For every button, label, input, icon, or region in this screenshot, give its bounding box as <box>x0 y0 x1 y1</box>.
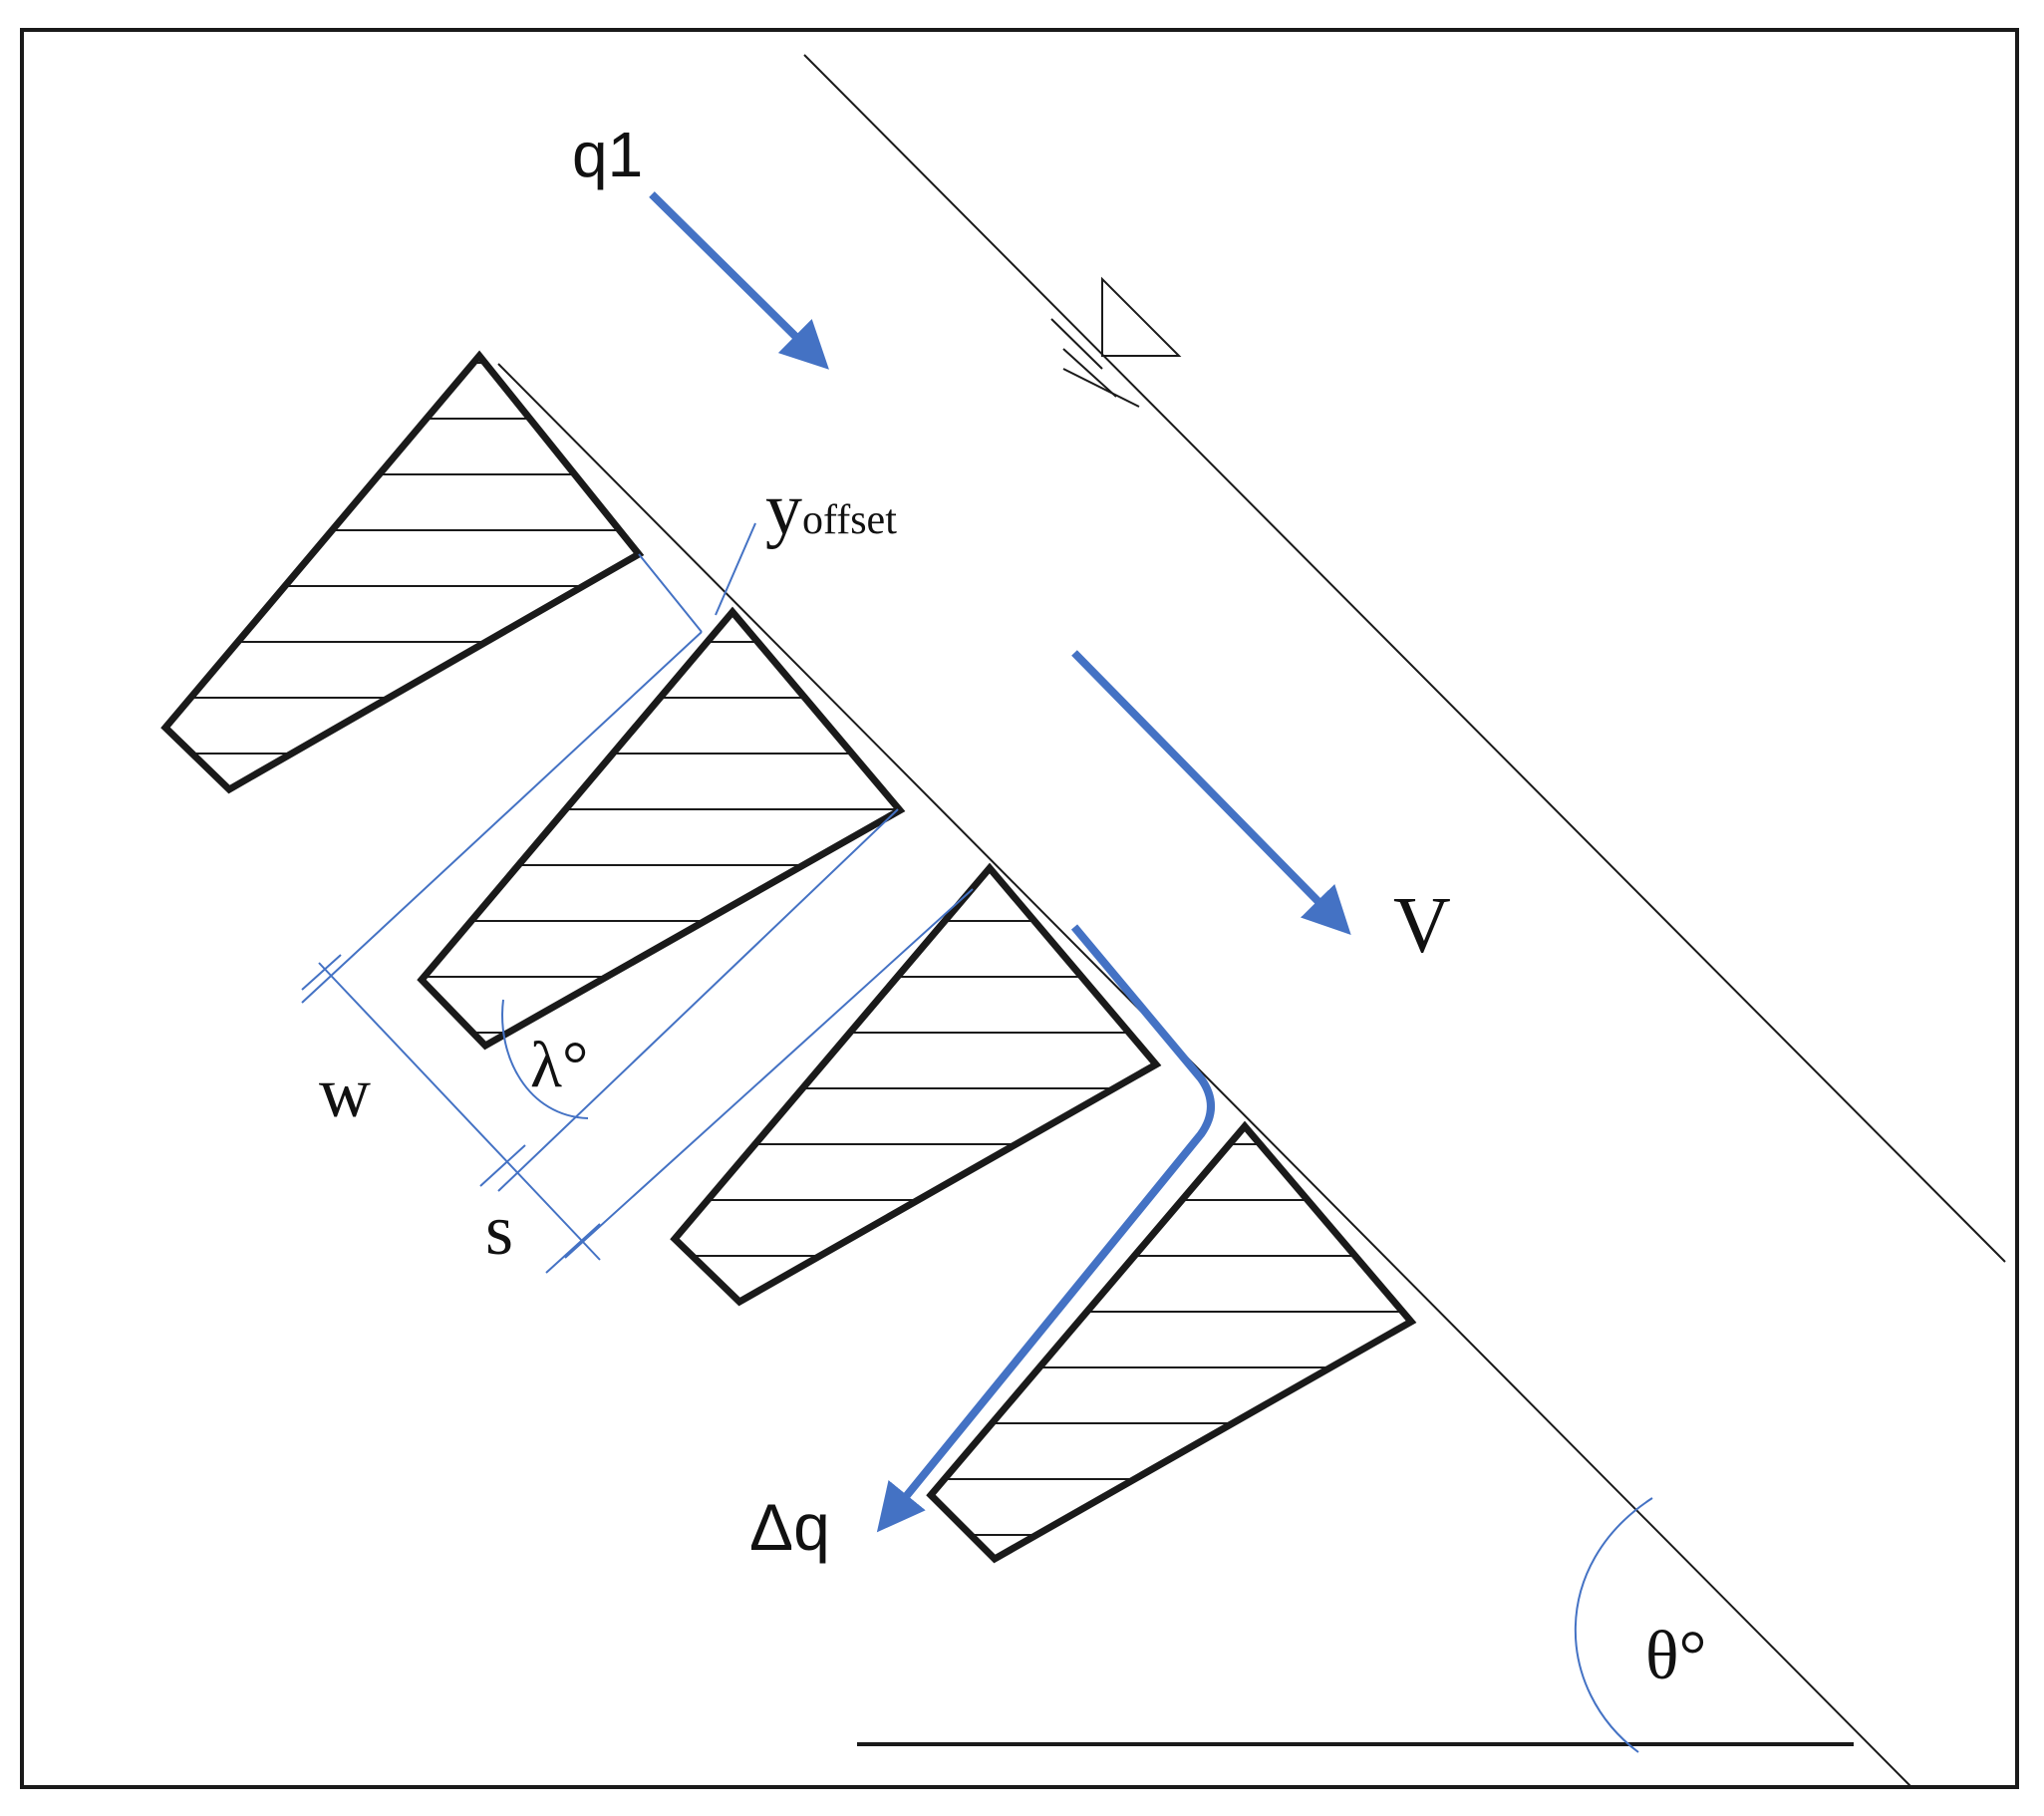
lambda-label: λ° <box>530 1029 588 1101</box>
w-label: w <box>319 1053 371 1132</box>
water-surface-triangle-icon <box>1050 276 1182 408</box>
s-label: s <box>485 1190 513 1270</box>
delta-q-arrow <box>876 924 1215 1533</box>
tooth-block-3 <box>670 862 1162 1307</box>
tooth-block-4 <box>926 1120 1417 1564</box>
tooth-block-2 <box>417 606 906 1051</box>
velocity-label: V <box>1393 882 1451 970</box>
theta-label: θ° <box>1645 1618 1707 1694</box>
y-offset-label: yoffset <box>765 468 897 550</box>
free-surface-line <box>803 54 2006 1263</box>
chute-bed-line <box>497 363 1912 1788</box>
q1-arrow <box>649 191 829 370</box>
dimension-lines <box>301 522 1653 1753</box>
tooth-block-1 <box>160 350 645 794</box>
flow-arrows <box>649 191 1351 1533</box>
q1-label: q1 <box>572 119 643 190</box>
velocity-arrow <box>1071 650 1351 935</box>
delta-q-label: Δq <box>749 1490 830 1564</box>
